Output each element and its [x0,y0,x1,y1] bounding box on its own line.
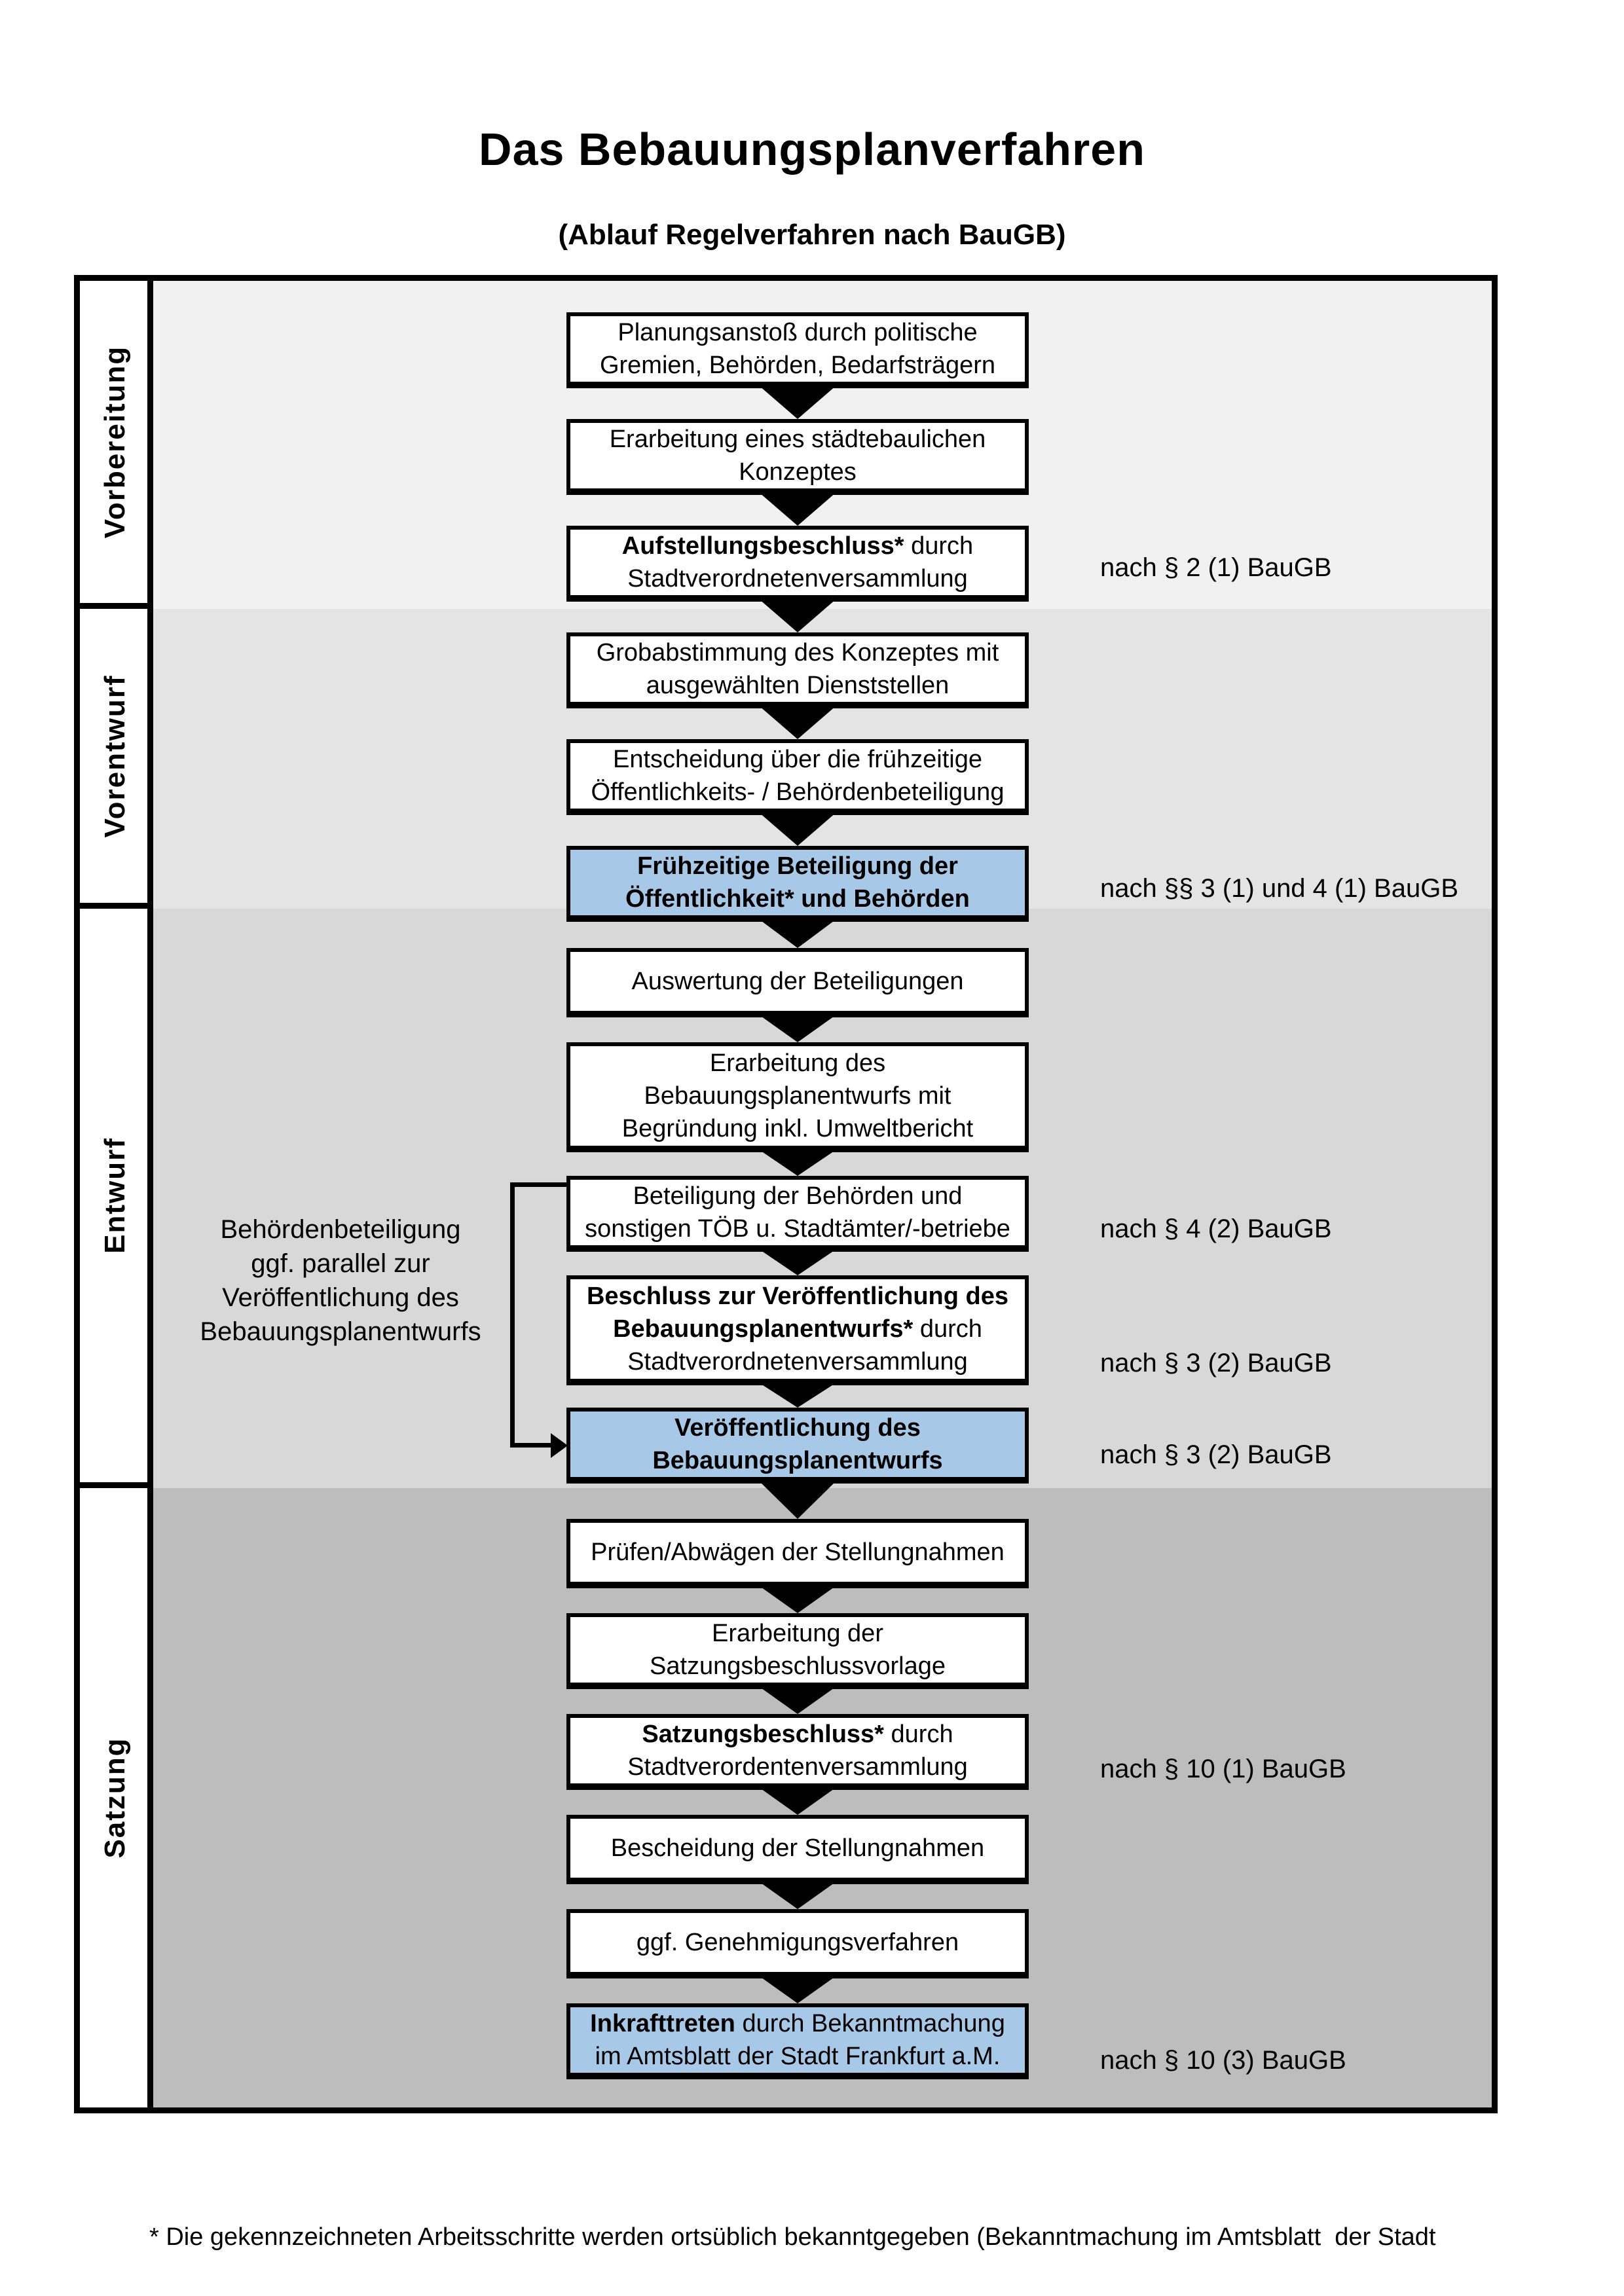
step-beteiligung-behoerden-toeb: Beteiligung der Behörden und sonstigen T… [566,1176,1029,1252]
page-subtitle: (Ablauf Regelverfahren nach BauGB) [558,219,1066,251]
flow-arrow-down-icon [759,1150,836,1176]
phase-label-vorbereitung: Vorbereitung [99,345,131,539]
step-erarbeitung-konzept: Erarbeitung eines städtebaulichen Konzep… [566,419,1029,495]
flow-arrow-down-icon [759,1586,836,1613]
flow-arrow-down-icon [759,812,836,846]
phase-cell-vorentwurf [80,609,153,909]
flow-arrow-down-icon [759,1787,836,1815]
flow-arrow-down-icon [759,1383,836,1408]
law-reference: nach § 10 (3) BauGB [1100,2046,1346,2075]
flow-arrow-down-icon [759,599,836,632]
law-reference: nach § 3 (2) BauGB [1100,1349,1332,1377]
flow-arrow-down-icon [759,1686,836,1714]
step-beschluss-veroeffentlichung: Beschluss zur Veröffentlichung des Bebau… [566,1275,1029,1385]
law-reference: nach § 3 (2) BauGB [1100,1440,1332,1469]
step-inkrafttreten: Inkrafttreten durch Bekanntmachung im Am… [566,2003,1029,2079]
step-fruehzeitige-beteiligung: Frühzeitige Beteiligung der Öffentlichke… [566,846,1029,922]
step-pruefen-abwaegen-stellungnahmen: Prüfen/Abwägen der Stellungnahmen [566,1519,1029,1588]
phase-label-vorentwurf: Vorentwurf [99,674,131,838]
flow-arrow-down-icon [759,1976,836,2003]
phase-cell-vorbereitung [80,281,153,609]
flow-arrow-down-icon [759,1015,836,1042]
step-satzungsbeschluss: Satzungsbeschluss* durch Stadtverordente… [566,1714,1029,1790]
law-reference: nach § 4 (2) BauGB [1100,1214,1332,1243]
side-note-behoerdenbeteiligung: Behördenbeteiligung ggf. parallel zur Ve… [200,1215,481,1346]
step-genehmigungsverfahren: ggf. Genehmigungsverfahren [566,1909,1029,1978]
step-bescheidung-stellungnahmen: Bescheidung der Stellungnahmen [566,1815,1029,1884]
flow-arrow-down-icon [759,1882,836,1909]
step-aufstellungsbeschluss: Aufstellungsbeschluss* durch Stadtverord… [566,526,1029,602]
bracket-connector-bottom [515,1443,552,1448]
bracket-connector-vertical [510,1182,515,1448]
bracket-connector-top [510,1182,566,1187]
flow-arrow-down-icon [759,706,836,739]
step-veroeffentlichung-entwurf: Veröffentlichung des Bebauungsplanentwur… [566,1408,1029,1484]
step-auswertung-beteiligungen: Auswertung der Beteiligungen [566,948,1029,1017]
bracket-arrow-right-icon [551,1433,568,1458]
law-reference: nach § 2 (1) BauGB [1100,553,1332,582]
step-erarbeitung-satzungsbeschlussvorlage: Erarbeitung der Satzungsbeschlussvorlage [566,1613,1029,1689]
phase-cell-entwurf [80,909,153,1488]
footnote: * Die gekennzeichneten Arbeitsschritte w… [149,2223,1436,2251]
flow-arrow-down-icon [759,1249,836,1275]
law-reference: nach §§ 3 (1) und 4 (1) BauGB [1100,874,1458,903]
phase-cell-satzung [80,1488,153,2107]
step-grobabstimmung: Grobabstimmung des Konzeptes mit ausgewä… [566,632,1029,708]
phase-label-entwurf: Entwurf [99,1137,131,1254]
flow-arrow-down-icon [759,919,836,948]
flow-arrow-down-icon [759,492,836,526]
law-reference: nach § 10 (1) BauGB [1100,1755,1346,1783]
page-title: Das Bebauungsplanverfahren [479,124,1145,175]
step-erarbeitung-bebauungsplanentwurf: Erarbeitung des Bebauungsplanentwurfs mi… [566,1042,1029,1152]
step-entscheidung-beteiligung: Entscheidung über die frühzeitige Öffent… [566,739,1029,815]
phase-label-satzung: Satzung [99,1737,131,1859]
step-planungsanstoss: Planungsanstoß durch politische Gremien,… [566,312,1029,388]
flow-arrow-down-icon [759,1481,836,1519]
flow-arrow-down-icon [759,386,836,419]
